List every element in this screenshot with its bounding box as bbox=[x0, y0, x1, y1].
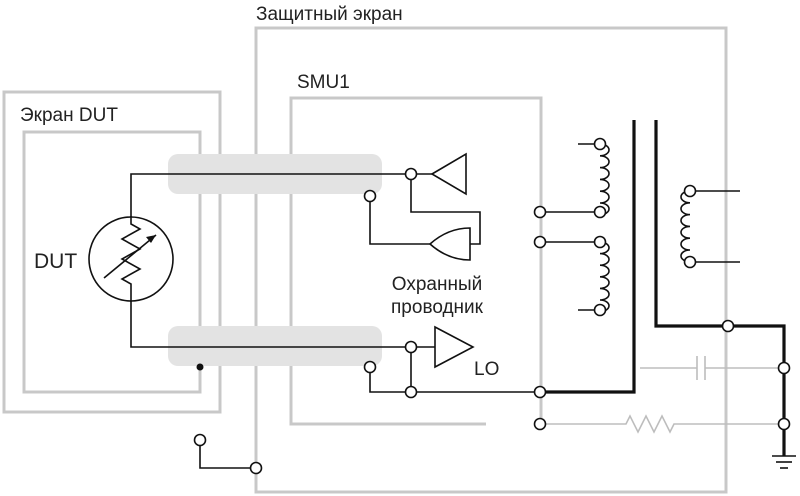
smu-label: SMU1 bbox=[297, 72, 350, 93]
transformer-core bbox=[546, 120, 786, 456]
lo-amplifier-icon bbox=[434, 325, 475, 369]
dut-inner-shield bbox=[22, 130, 202, 394]
smu-box-gap bbox=[486, 418, 546, 428]
coil-right bbox=[680, 190, 691, 263]
junction-dot bbox=[196, 363, 204, 371]
ground-icon bbox=[772, 455, 796, 469]
terminals bbox=[193, 137, 791, 475]
force-amplifier-icon bbox=[430, 152, 467, 196]
guard-screen-box bbox=[254, 26, 728, 494]
guard-conductor-label-2: проводник bbox=[391, 297, 484, 318]
guard-screen-label: Защитный экран bbox=[256, 4, 403, 25]
smu-box bbox=[289, 96, 543, 426]
signal-wiring bbox=[130, 143, 740, 469]
cable-band-lo bbox=[168, 326, 382, 366]
dut-icon bbox=[88, 216, 174, 302]
dut-screen-label: Экран DUT bbox=[20, 105, 118, 126]
guard-buffer-icon bbox=[428, 227, 471, 261]
passive-network bbox=[546, 356, 784, 434]
coil-lower-left bbox=[599, 241, 610, 313]
guard-conductor-label-1: Охранный bbox=[392, 274, 482, 295]
dut-label: DUT bbox=[34, 250, 77, 273]
lo-label: LO bbox=[474, 359, 499, 380]
coil-upper-left bbox=[599, 143, 610, 216]
